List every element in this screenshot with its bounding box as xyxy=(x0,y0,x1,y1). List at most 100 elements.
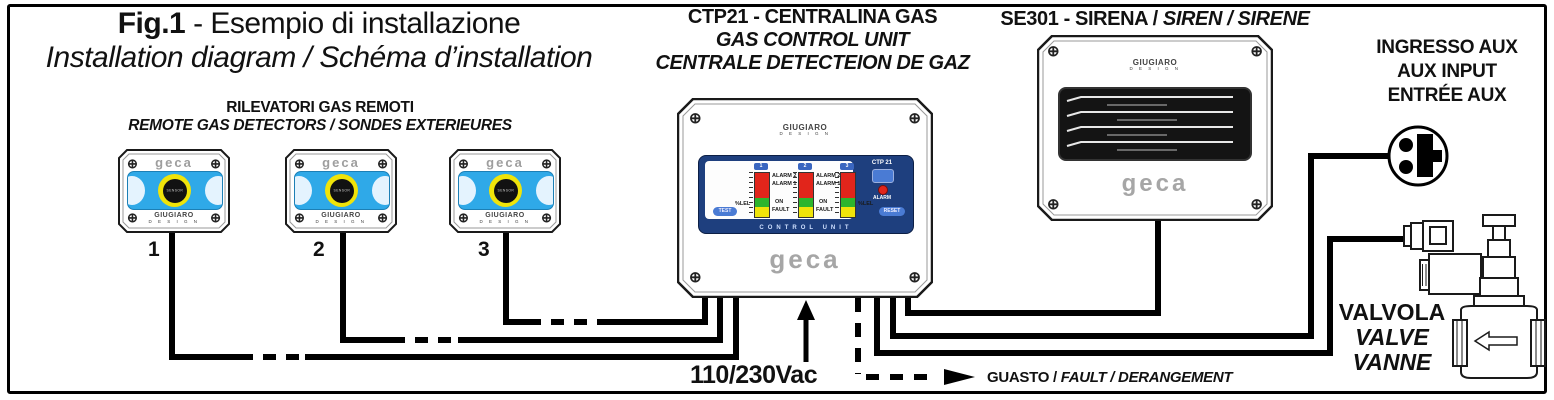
lens-shape xyxy=(128,176,145,205)
sensor-ring: SENSOR xyxy=(489,174,522,207)
panel-footer: CONTROL UNIT xyxy=(759,225,853,231)
bar-scale xyxy=(749,172,753,216)
alarm2-label: ALARM 2 xyxy=(816,173,841,179)
aux-line3: ENTRÉE AUX xyxy=(1387,85,1507,106)
screw-icon: ⊕ xyxy=(127,156,138,171)
detectors-subtitle: REMOTE GAS DETECTORS / SONDES EXTERIEURE… xyxy=(128,117,512,134)
screw-icon: ⊕ xyxy=(210,210,221,225)
designer-mark: GIUGIARO D E S I G N xyxy=(1129,58,1181,72)
power-label: 110/230Vac xyxy=(690,361,818,389)
channel-tag: 2 xyxy=(798,163,812,170)
screw-icon: ⊕ xyxy=(908,269,921,286)
valve-drawing xyxy=(1403,214,1546,379)
screw-icon: ⊕ xyxy=(541,156,552,171)
screw-icon: ⊕ xyxy=(1047,196,1060,213)
screw-icon: ⊕ xyxy=(458,210,469,225)
screw-icon: ⊕ xyxy=(377,156,388,171)
test-button[interactable]: TEST xyxy=(713,207,737,216)
designer-mark: GIUGIARO D E S I G N xyxy=(779,123,831,137)
control-unit-title-line3: CENTRALE DETECTEION DE GAZ xyxy=(655,52,970,74)
alarm-led-icon xyxy=(878,185,888,195)
detector-number-3: 3 xyxy=(478,238,490,261)
valve-line1: VALVOLA xyxy=(1338,299,1446,325)
brand-logo: geca xyxy=(322,155,360,170)
gas-detector-2: ⊕ ⊕ ⊕ ⊕ geca SENSOR GIUGIARO D E S I G N xyxy=(285,149,397,233)
fault-label: FAULT xyxy=(772,207,790,213)
gas-detector-1: ⊕ ⊕ ⊕ ⊕ geca SENSOR GIUGIARO D E S I G N xyxy=(118,149,230,233)
panel-display: 1 2 3 ALARM 2 ALARM 1 xyxy=(705,161,873,219)
aux-line1: INGRESSO AUX xyxy=(1376,37,1518,58)
reset-button[interactable]: RESET xyxy=(879,207,905,216)
valve-heading: VALVOLA VALVE VANNE xyxy=(1330,300,1454,375)
alarm1-label: ALARM 1 xyxy=(772,181,797,187)
fault-output-label: GUASTO / FAULT / DERANGEMENT xyxy=(987,369,1233,386)
bar-scale xyxy=(835,172,839,216)
control-unit-title-line2: GAS CONTROL UNIT xyxy=(715,29,910,51)
level-bar-2 xyxy=(798,172,814,218)
screw-icon: ⊕ xyxy=(1047,43,1060,60)
screw-icon: ⊕ xyxy=(689,269,702,286)
sensor-icon: SENSOR xyxy=(493,178,518,203)
alarm2-label: ALARM 2 xyxy=(772,173,797,179)
figure-title-text: - Esempio di installazione xyxy=(185,7,521,40)
channel-tag: 3 xyxy=(840,163,854,170)
brand-logo: geca xyxy=(155,155,193,170)
detector-window: SENSOR xyxy=(458,171,554,210)
channel-tag: 1 xyxy=(754,163,768,170)
siren-housing xyxy=(1036,34,1274,222)
sensor-icon: SENSOR xyxy=(162,178,187,203)
siren: ⊕ ⊕ ⊕ ⊕ GIUGIARO D E S I G N geca xyxy=(1036,34,1274,222)
aux-connector-icon xyxy=(1387,125,1449,187)
lens-shape xyxy=(372,176,389,205)
brand-logo: geca xyxy=(486,155,524,170)
buzzer-icon xyxy=(872,169,894,183)
screw-icon: ⊕ xyxy=(1250,196,1263,213)
control-unit: ⊕ ⊕ ⊕ ⊕ GIUGIARO D E S I G N 1 2 xyxy=(676,97,934,299)
detectors-title: RILEVATORI GAS REMOTI xyxy=(226,99,414,116)
power-arrow-icon xyxy=(797,300,815,362)
diagram-border xyxy=(7,4,1547,394)
siren-grille xyxy=(1058,87,1252,161)
screw-icon: ⊕ xyxy=(458,156,469,171)
brand-logo: geca xyxy=(1121,170,1189,197)
on-label: ON xyxy=(819,199,828,205)
level-bar-3 xyxy=(840,172,856,218)
panel-right-column: CTP 21 ALARM xyxy=(859,160,905,204)
siren-heading: SE301 - SIRENA / SIREN / SIRENE xyxy=(1000,8,1310,30)
figure-title: Fig.1 - Esempio di installazione Install… xyxy=(19,7,619,75)
fault-arrow-icon xyxy=(855,298,975,385)
designer-mark: GIUGIARO D E S I G N xyxy=(479,212,531,224)
screw-icon: ⊕ xyxy=(127,210,138,225)
sensor-ring: SENSOR xyxy=(158,174,191,207)
lens-shape xyxy=(536,176,553,205)
screw-icon: ⊕ xyxy=(689,110,702,127)
designer-mark: GIUGIARO D E S I G N xyxy=(148,212,200,224)
detector-number-1: 1 xyxy=(148,238,160,261)
control-unit-heading: CTP21 - CENTRALINA GAS GAS CONTROL UNIT … xyxy=(640,6,985,75)
bar-scale xyxy=(793,172,797,216)
figure-subtitle: Installation diagram / Schéma d’installa… xyxy=(45,41,593,74)
screw-icon: ⊕ xyxy=(541,210,552,225)
fault-label: FAULT xyxy=(816,207,834,213)
detector-window: SENSOR xyxy=(127,171,223,210)
control-unit-title-line1: CTP21 - CENTRALINA GAS xyxy=(687,6,938,28)
sensor-ring: SENSOR xyxy=(325,174,358,207)
designer-mark: GIUGIARO D E S I G N xyxy=(315,212,367,224)
screw-icon: ⊕ xyxy=(1250,43,1263,60)
lel-label-right: %LEL xyxy=(858,201,874,207)
gas-detector-3: ⊕ ⊕ ⊕ ⊕ geca SENSOR GIUGIARO D E S I G N xyxy=(449,149,561,233)
detector-window: SENSOR xyxy=(294,171,390,210)
valve-line2: VALVE xyxy=(1355,324,1429,350)
screw-icon: ⊕ xyxy=(294,210,305,225)
lens-shape xyxy=(295,176,312,205)
valve-line3: VANNE xyxy=(1352,349,1432,375)
aux-heading: INGRESSO AUX AUX INPUT ENTRÉE AUX xyxy=(1358,36,1536,108)
siren-title: SE301 - SIRENA / xyxy=(1000,8,1163,30)
detectors-heading: RILEVATORI GAS REMOTI REMOTE GAS DETECTO… xyxy=(90,99,550,135)
detector-number-2: 2 xyxy=(313,238,325,261)
lel-label-left: %LEL xyxy=(735,201,751,207)
alarm1-label: ALARM 1 xyxy=(816,181,841,187)
model-label: CTP 21 xyxy=(871,160,893,166)
